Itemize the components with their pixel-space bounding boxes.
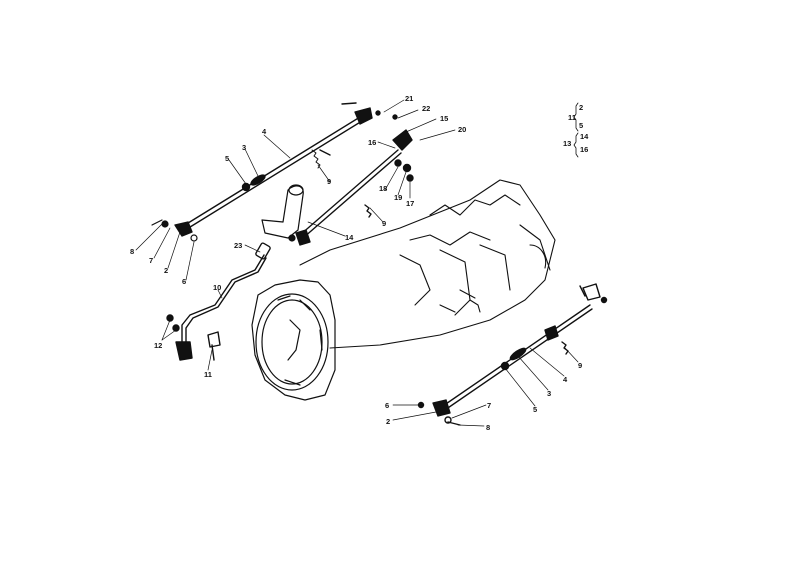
part-labels: 21 22 15 20 16 4 3 5 9 18 19 17 9 14 8 7…: [130, 94, 582, 432]
label-3-lower: 3: [547, 389, 551, 398]
label-6-lower: 6: [385, 401, 389, 410]
label-19: 19: [394, 193, 402, 202]
label-14: 14: [345, 233, 354, 242]
flywheel-housing: [251, 279, 336, 401]
label-18: 18: [379, 184, 387, 193]
label-4-upper: 4: [262, 127, 267, 136]
label-3-upper: 3: [242, 143, 246, 152]
label-2-lower: 2: [386, 417, 390, 426]
lower-linkage-rod: [417, 283, 608, 426]
label-15: 15: [440, 114, 448, 123]
label-6-upper: 6: [182, 277, 186, 286]
label-20: 20: [458, 125, 466, 134]
label-8-lower: 8: [486, 423, 490, 432]
label-4-lower: 4: [563, 375, 568, 384]
label-8-upper: 8: [130, 247, 134, 256]
upper-linkage-rod: [174, 102, 398, 237]
legend-sub1: 14: [580, 132, 589, 141]
label-9-upper: 9: [327, 177, 331, 186]
lever-10: [166, 242, 271, 361]
label-9-middle: 9: [382, 219, 386, 228]
legend-main: 13: [563, 139, 571, 148]
label-16: 16: [368, 138, 376, 147]
engine-block: [299, 179, 556, 349]
legend-bracket: 2 11 5 13 14 16: [563, 102, 589, 158]
label-17: 17: [406, 199, 414, 208]
label-5-lower: 5: [533, 405, 537, 414]
label-5-upper: 5: [225, 154, 229, 163]
bracket: [261, 184, 304, 242]
rod-14: [295, 129, 414, 246]
legend-mid1: 11: [568, 113, 576, 122]
legend-top: 2: [579, 103, 583, 112]
label-12: 12: [154, 341, 162, 350]
leader-lines: [135, 99, 579, 427]
label-2-upper: 2: [164, 266, 168, 275]
label-23: 23: [234, 241, 242, 250]
label-7-lower: 7: [487, 401, 491, 410]
label-10: 10: [213, 283, 221, 292]
label-21: 21: [405, 94, 413, 103]
label-9-lower: 9: [578, 361, 582, 370]
label-7-upper: 7: [149, 256, 153, 265]
label-11: 11: [204, 370, 212, 379]
legend-mid2: 5: [579, 121, 583, 130]
spring-upper: [311, 149, 321, 169]
label-22: 22: [422, 104, 430, 113]
legend-sub2: 16: [580, 145, 588, 154]
